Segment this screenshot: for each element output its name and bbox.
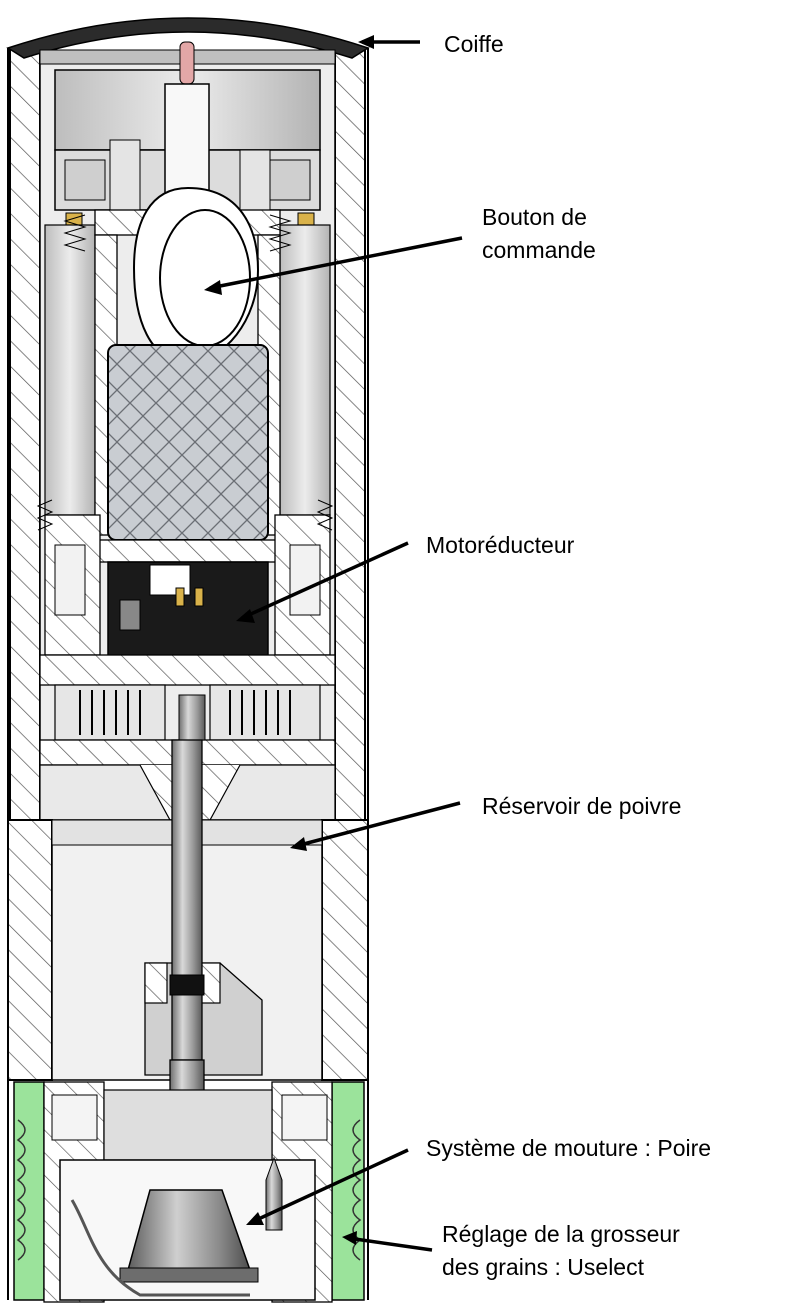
- motor-block: [107, 344, 269, 541]
- label-reglage-line1: Réglage de la grosseur: [442, 1221, 680, 1247]
- label-motoreducteur: Motoréducteur: [426, 532, 575, 558]
- label-bouton-line1: Bouton de: [482, 204, 587, 230]
- label-systeme-mouture: Système de mouture : Poire: [426, 1135, 712, 1161]
- leader-bouton: [209, 236, 463, 290]
- leader-reservoir: [295, 801, 461, 848]
- label-reglage-line2: des grains : Uselect: [442, 1254, 644, 1280]
- gear-reducer: [36, 499, 334, 658]
- leader-mouture: [251, 1148, 409, 1224]
- label-reservoir: Réservoir de poivre: [482, 793, 682, 819]
- upper-housing: [44, 41, 331, 536]
- leader-moto: [241, 541, 409, 620]
- grinding-section: [13, 1081, 365, 1303]
- label-bouton-line2: commande: [482, 237, 596, 263]
- arrow-heads: [204, 35, 374, 1245]
- leader-reglage: [347, 1236, 433, 1252]
- control-button: [132, 186, 260, 373]
- label-coiffe: Coiffe: [444, 31, 504, 57]
